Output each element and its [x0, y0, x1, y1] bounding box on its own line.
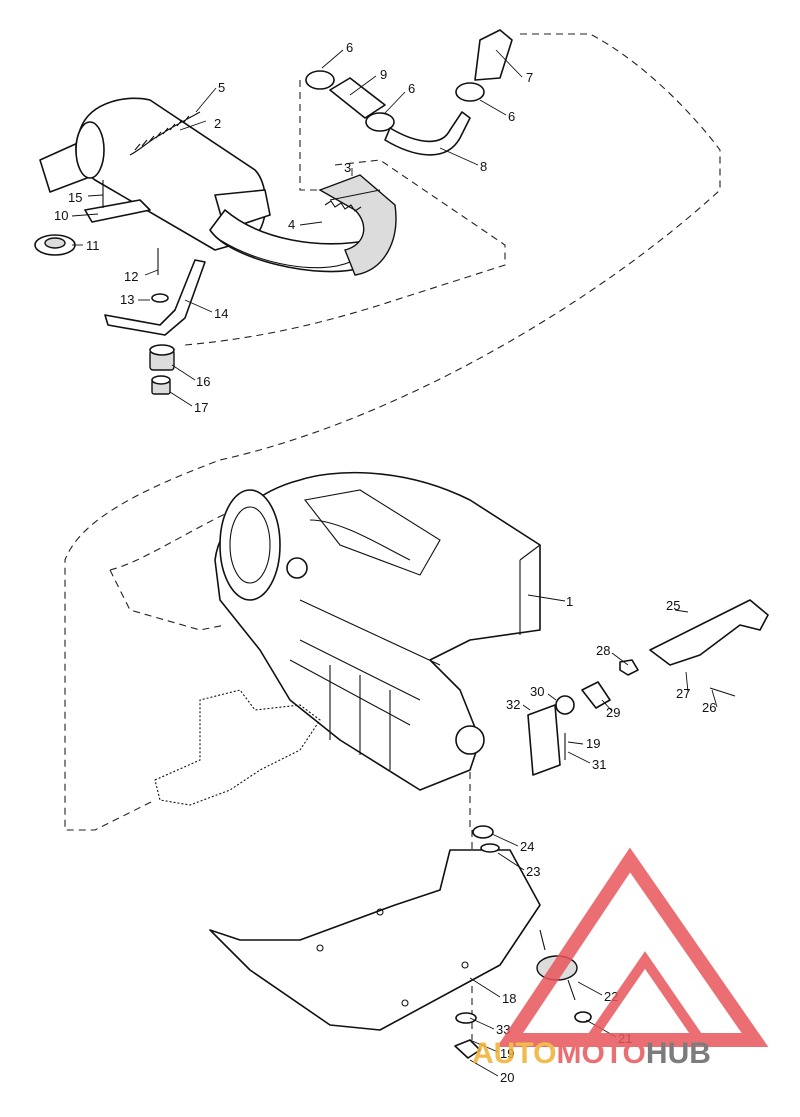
- part-label: 24: [520, 839, 534, 854]
- part-label: 16: [196, 374, 210, 389]
- exhaust-spring: [324, 200, 362, 212]
- part-label: 2: [214, 116, 221, 131]
- part-label: 14: [214, 306, 228, 321]
- hose-fitting: [474, 29, 513, 81]
- support-bracket: [104, 259, 206, 336]
- hex-nut: [619, 659, 639, 676]
- part-label: 25: [666, 598, 680, 613]
- part-label: 15: [68, 190, 82, 205]
- part-label: 7: [526, 70, 533, 85]
- part-label: 11: [86, 238, 100, 253]
- part-label: 12: [124, 269, 138, 284]
- cap-nut: [555, 695, 575, 715]
- part-label: 20: [500, 1070, 514, 1085]
- part-label: 23: [526, 864, 540, 879]
- hose-clamp: [305, 70, 485, 132]
- part-label: 10: [54, 208, 68, 223]
- watermark-word-moto: MOTO: [556, 1037, 645, 1070]
- engine-support: [649, 599, 769, 666]
- part-label: 28: [596, 643, 610, 658]
- part-label: 6: [408, 81, 415, 96]
- washer: [151, 293, 169, 303]
- skid-plate-holes: [316, 908, 469, 1007]
- part-label: 31: [592, 757, 606, 772]
- part-label: 1: [566, 594, 573, 609]
- engine-assembly: [214, 471, 541, 791]
- watermark-word-hub: HUB: [646, 1037, 711, 1070]
- muffler: [39, 97, 397, 276]
- grommet: [34, 234, 76, 256]
- part-label: 19: [586, 736, 600, 751]
- part-label: 9: [380, 67, 387, 82]
- lower-nut: [454, 1039, 481, 1059]
- part-label: 6: [346, 40, 353, 55]
- part-label: 19: [500, 1046, 514, 1061]
- lock-washer: [480, 843, 500, 853]
- nut: [151, 375, 171, 395]
- washer-lower: [455, 1012, 477, 1024]
- part-label: 32: [506, 697, 520, 712]
- watermark-word-auto: AUTO: [472, 1037, 556, 1070]
- part-label: 4: [288, 217, 295, 232]
- part-label: 30: [530, 684, 544, 699]
- mounting-plate: [527, 704, 561, 776]
- part-label: 29: [606, 705, 620, 720]
- curved-hose: [384, 111, 471, 156]
- watermark-logo: AUTOMOTOHUB: [472, 847, 769, 1070]
- water-pump-manifold: [154, 689, 321, 806]
- flat-washer: [472, 825, 494, 839]
- bracket-bolt: [709, 687, 736, 697]
- straight-hose: [329, 77, 386, 119]
- watermark-triangle-outer: [496, 847, 769, 1047]
- watermark-text: AUTOMOTOHUB: [472, 1037, 711, 1070]
- part-label: 27: [676, 686, 690, 701]
- part-label: 13: [120, 292, 134, 307]
- part-label: 26: [702, 700, 716, 715]
- muffler-bracket: [84, 199, 151, 223]
- part-label: 8: [480, 159, 487, 174]
- spring: [129, 111, 201, 156]
- watermark-triangle-inner: [585, 951, 705, 1043]
- part-label: 18: [502, 991, 516, 1006]
- rubber-mount: [149, 344, 175, 371]
- part-label: 17: [194, 400, 208, 415]
- part-labels: 1 2 3 4 5 6 6 6 7 8 9 10 11 12 13 14 15 …: [54, 40, 716, 1085]
- skid-plate: [209, 849, 541, 1031]
- part-label: 5: [218, 80, 225, 95]
- c-clip: [574, 1011, 592, 1023]
- part-label: 6: [508, 109, 515, 124]
- part-label: 3: [344, 160, 351, 175]
